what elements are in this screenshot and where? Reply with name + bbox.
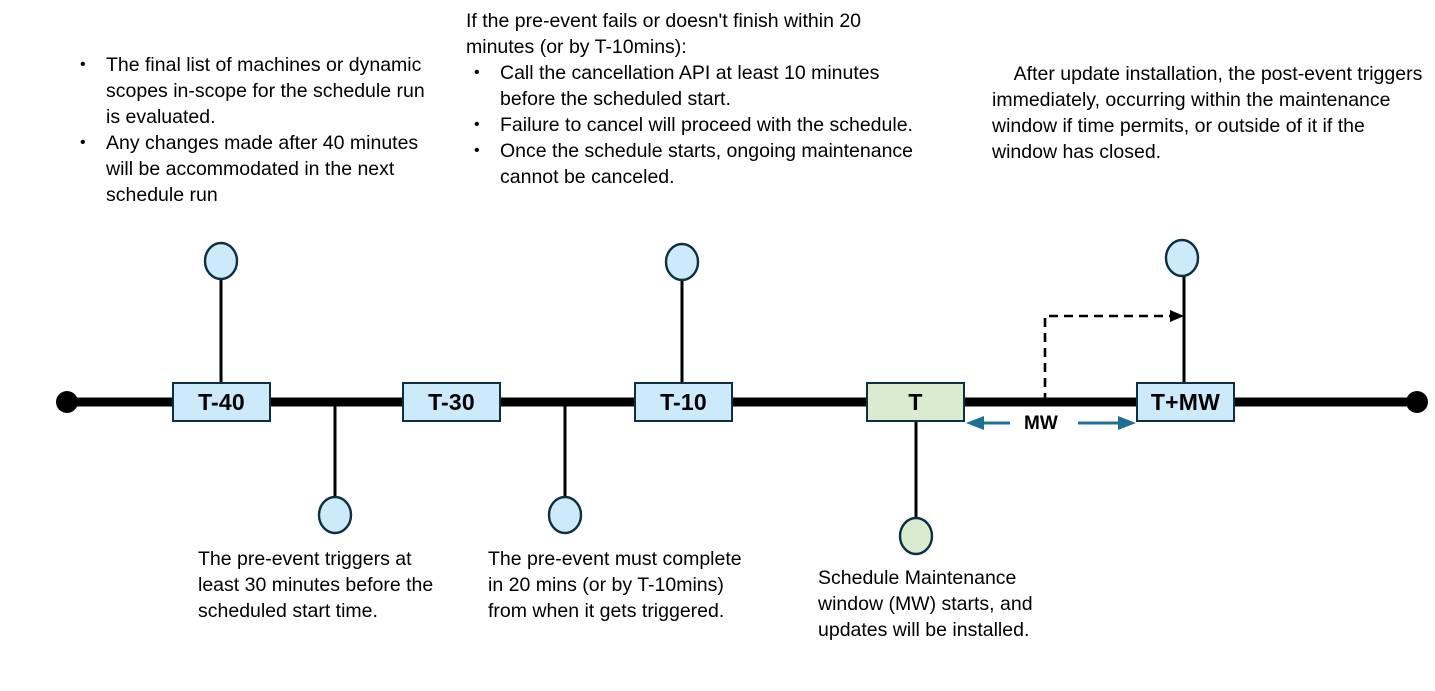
annotation-top-center-intro: If the pre-event fails or doesn't finish… — [466, 10, 867, 58]
annotation-top-center-list: Call the cancellation API at least 10 mi… — [466, 60, 926, 190]
timeline-node-label: T-30 — [428, 388, 475, 415]
marker-circle-t-plus-mw — [1164, 238, 1200, 278]
marker-circle-pre-event-complete — [547, 495, 583, 535]
annotation-bottom-right: Schedule Maintenance window (MW) starts,… — [818, 567, 1038, 641]
timeline-node-t-plus-mw[interactable]: T+MW — [1136, 382, 1235, 422]
dashed-post-event-arrowhead — [1170, 310, 1184, 322]
annotation-top-center-item: Once the schedule starts, ongoing mainte… — [466, 138, 926, 190]
annotation-top-left-item: Any changes made after 40 minutes will b… — [72, 130, 442, 208]
marker-circle-maintenance-start — [898, 516, 934, 556]
timeline-start-cap — [56, 391, 78, 413]
marker-circle-t-minus-10 — [664, 242, 700, 282]
timeline-node-label: T+MW — [1150, 388, 1221, 415]
mw-span-label: MW — [1024, 413, 1058, 434]
annotation-bottom-center: The pre-event must complete in 20 mins (… — [488, 548, 748, 622]
timeline-node-label: T — [908, 388, 923, 415]
annotation-top-right: After update installation, the post-even… — [992, 63, 1428, 163]
timeline-node-label: T-10 — [660, 388, 707, 415]
mw-span-arrowhead-right — [1118, 416, 1136, 430]
timeline-node-t-minus-30[interactable]: T-30 — [402, 382, 501, 422]
timeline-node-t-minus-10[interactable]: T-10 — [634, 382, 733, 422]
annotation-top-center-item: Call the cancellation API at least 10 mi… — [466, 60, 926, 112]
annotation-bottom-left: The pre-event triggers at least 30 minut… — [198, 548, 439, 622]
timeline-node-t-minus-40[interactable]: T-40 — [172, 382, 271, 422]
timeline-node-t-zero[interactable]: T — [866, 382, 965, 422]
mw-span-arrowhead-left — [966, 416, 984, 430]
timeline-end-cap — [1406, 391, 1428, 413]
annotation-top-left: The final list of machines or dynamic sc… — [72, 52, 442, 208]
timeline-node-label: T-40 — [198, 388, 245, 415]
marker-circle-t-minus-40 — [203, 241, 239, 281]
annotation-top-left-item: The final list of machines or dynamic sc… — [72, 52, 442, 130]
marker-circle-pre-event-trigger — [317, 495, 353, 535]
annotation-top-center-item: Failure to cancel will proceed with the … — [466, 112, 926, 138]
